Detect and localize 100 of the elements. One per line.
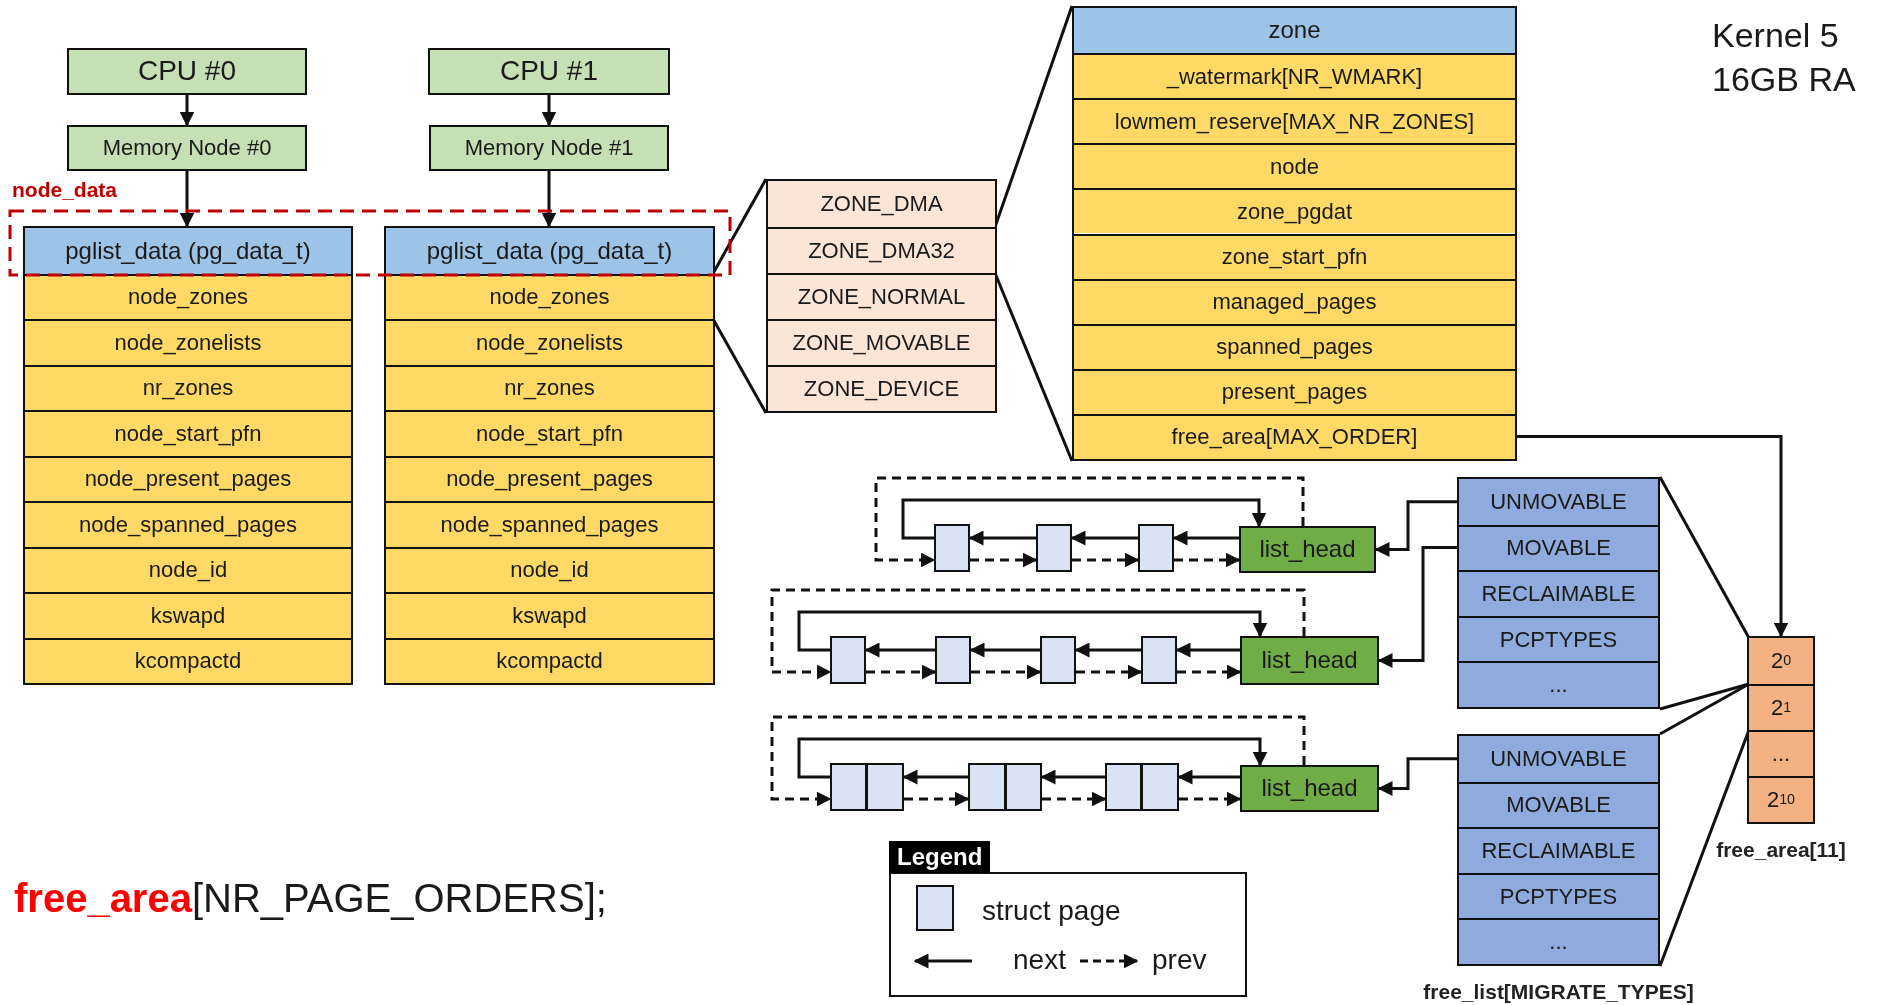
legend-text: next (1013, 944, 1066, 976)
struct-table (1747, 636, 1815, 824)
table-caption: free_list[MIGRATE_TYPES] (1423, 980, 1694, 1004)
struct-field-row: node_start_pfn (386, 410, 713, 456)
arrow (968, 530, 1036, 546)
struct-table (766, 179, 997, 413)
struct-page-box (1036, 524, 1072, 572)
struct-field-row: zone_start_pfn (1074, 233, 1515, 279)
order-row: 2$^{10}$ (1749, 776, 1813, 822)
compound-page-box (830, 763, 904, 811)
legend-text: struct page (982, 895, 1121, 927)
struct-page-box (830, 636, 866, 684)
connector-line (1658, 476, 1751, 639)
struct-field-row: present_pages (1074, 368, 1515, 414)
struct-field-row: nr_zones (25, 364, 351, 410)
compound-page-box (1105, 763, 1179, 811)
struct-field-row: kcompactd (386, 637, 713, 683)
migrate-type-row: PCPTYPES (1459, 615, 1658, 662)
zone-type-row: ZONE_DMA32 (768, 227, 995, 273)
zone-type-row: ZONE_DMA (768, 181, 995, 227)
dashed-arrow (770, 715, 1306, 807)
migrate-type-row: PCPTYPES (1459, 872, 1658, 919)
code-text: free_area[NR_PAGE_ORDERS]; (14, 876, 607, 921)
list-head-box: list_head (1240, 636, 1379, 685)
struct-field-row: free_area[MAX_ORDER] (1074, 413, 1515, 459)
heading-text: Kernel 5 (1712, 16, 1839, 55)
struct-page-box (1141, 636, 1177, 684)
arrow (1515, 434, 1789, 638)
cpu-node: CPU #0 (67, 48, 307, 95)
struct-table (1072, 6, 1517, 461)
struct-field-row: lowmem_reserve[MAX_NR_ZONES] (1074, 98, 1515, 144)
dashed-arrow (874, 476, 1305, 568)
arrow (1070, 530, 1138, 546)
struct-table (1457, 477, 1660, 709)
order-row: 2$^{1}$ (1749, 684, 1813, 730)
migrate-type-row: MOVABLE (1459, 524, 1658, 571)
arrow (1040, 769, 1105, 785)
struct-table (1457, 734, 1660, 966)
order-row: ... (1749, 730, 1813, 776)
struct-field-row: nr_zones (386, 364, 713, 410)
migrate-type-row: ... (1459, 918, 1658, 964)
arrow (797, 610, 1268, 652)
struct-field-row: kswapd (386, 592, 713, 638)
dashed-arrow (1042, 791, 1107, 807)
struct-field-row: node_zonelists (25, 319, 351, 365)
struct-page-box (935, 636, 971, 684)
dashed-arrow (1174, 552, 1241, 568)
struct-field-row: node_id (386, 546, 713, 592)
memory-node: Memory Node #0 (67, 125, 307, 171)
dashed-arrow (1177, 664, 1242, 680)
legend-text: prev (1152, 944, 1207, 976)
arrow (541, 171, 557, 228)
table-header: pglist_data (pg_data_t) (25, 228, 351, 274)
arrow (179, 95, 195, 127)
struct-field-row: managed_pages (1074, 278, 1515, 324)
struct-field-row: node (1074, 143, 1515, 189)
struct-field-row: kcompactd (25, 637, 351, 683)
struct-field-row: kswapd (25, 592, 351, 638)
table-header: zone (1074, 8, 1515, 54)
dashed-arrow (770, 588, 1306, 680)
struct-page-box (1138, 524, 1174, 572)
legend-title: Legend (889, 841, 991, 873)
arrow (1074, 642, 1141, 658)
arrow (1377, 757, 1459, 796)
struct-page-box (1040, 636, 1076, 684)
arrow (1377, 545, 1459, 668)
struct-field-row: node_spanned_pages (25, 501, 351, 547)
dashed-arrow (866, 664, 937, 680)
arrow (902, 769, 968, 785)
compound-page-box (968, 763, 1042, 811)
dashed-arrow (904, 791, 970, 807)
arrow (864, 642, 935, 658)
struct-field-row: zone_pgdat (1074, 188, 1515, 234)
migrate-type-row: RECLAIMABLE (1459, 827, 1658, 873)
memory-node: Memory Node #1 (429, 125, 669, 171)
dashed-arrow (1179, 791, 1242, 807)
zone-type-row: ZONE_NORMAL (768, 273, 995, 319)
struct-field-row: spanned_pages (1074, 323, 1515, 369)
struct-field-row: node_start_pfn (25, 410, 351, 456)
struct-page-box (934, 524, 970, 572)
dashed-arrow (1072, 552, 1140, 568)
arrow (1374, 500, 1459, 557)
struct-table (384, 226, 715, 685)
struct-field-row: node_spanned_pages (386, 501, 713, 547)
zone-type-row: ZONE_MOVABLE (768, 319, 995, 365)
arrow (969, 642, 1040, 658)
table-header: pglist_data (pg_data_t) (386, 228, 713, 274)
arrow (179, 171, 195, 228)
arrow (541, 95, 557, 127)
order-row: 2$^{0}$ (1749, 638, 1813, 684)
arrow (901, 498, 1267, 540)
struct-field-row: node_present_pages (386, 455, 713, 501)
connector-line (1659, 682, 1750, 711)
region-label: node_data (12, 178, 118, 202)
dashed-arrow (970, 552, 1038, 568)
dashed-arrow (971, 664, 1042, 680)
struct-field-row: node_present_pages (25, 455, 351, 501)
list-head-box: list_head (1239, 526, 1376, 573)
arrow (1177, 769, 1240, 785)
arrow (1175, 642, 1240, 658)
